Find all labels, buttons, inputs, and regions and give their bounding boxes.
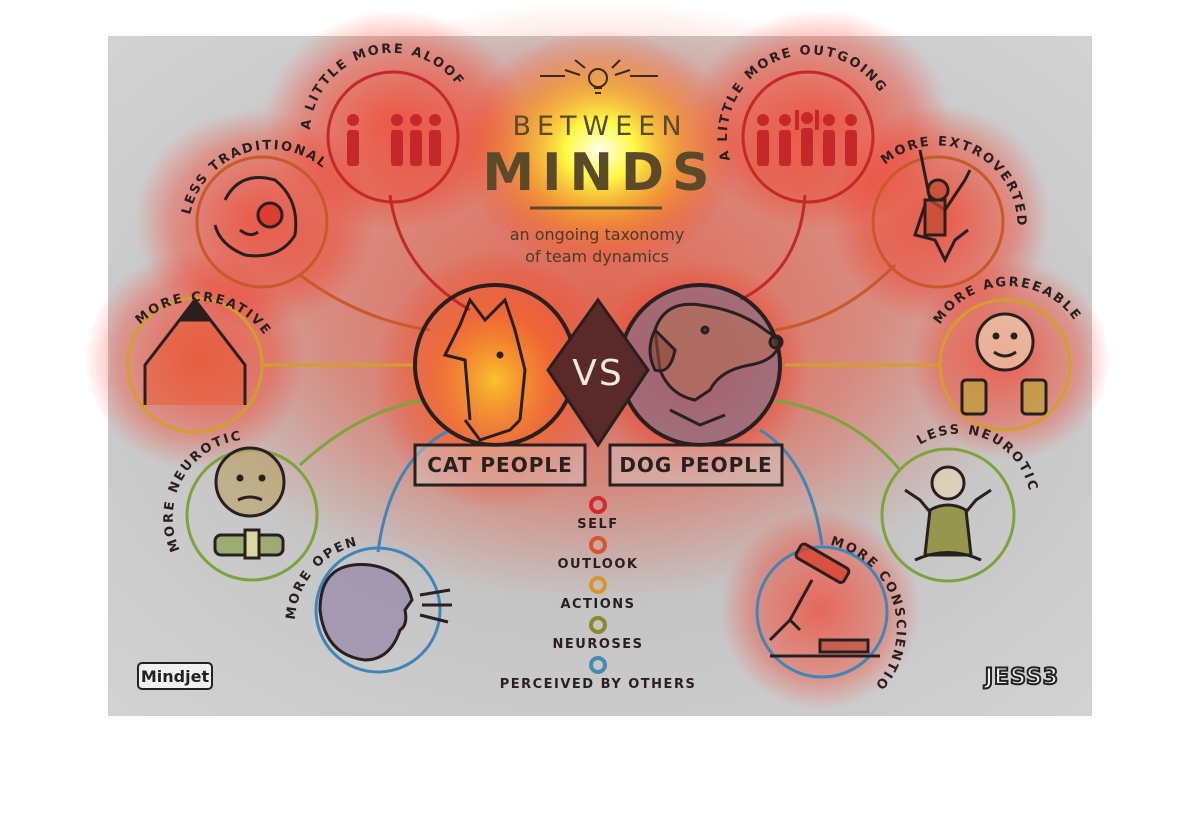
title-line2: MINDS — [482, 143, 717, 203]
legend-label: PERCEIVED BY OTHERS — [500, 677, 697, 692]
jess3-logo: JESS3 — [982, 664, 1059, 691]
title-block: BETWEEN MINDS an ongoing taxonomy of tea… — [482, 59, 717, 266]
title-line1: BETWEEN — [512, 111, 687, 142]
legend-marker — [589, 536, 607, 554]
legend-marker — [589, 576, 607, 594]
legend-marker — [589, 616, 607, 634]
connector-lines — [262, 194, 940, 553]
mindjet-logo-text: Mindjet — [141, 667, 210, 686]
cat-people-label: CAT PEOPLE — [427, 453, 573, 477]
legend-label: NEUROSES — [553, 637, 644, 652]
legend-marker — [589, 496, 607, 514]
jumping-person-icon — [913, 149, 972, 264]
speaking-head-icon — [318, 563, 452, 662]
mindjet-logo: Mindjet — [137, 662, 213, 690]
headphones-face-icon — [213, 176, 298, 258]
gavel-icon — [768, 542, 880, 658]
dog-icon — [648, 302, 784, 427]
cat-icon — [442, 296, 527, 442]
legend-label: SELF — [577, 517, 618, 532]
people-cheering-icon — [757, 110, 857, 166]
dog-people-label: DOG PEOPLE — [619, 453, 772, 477]
legend-label: OUTLOOK — [558, 557, 639, 572]
legend: SELF OUTLOOK ACTIONS NEUROSES PERCEIVED BY O… — [500, 496, 697, 692]
dog-people-label-box: DOG PEOPLE — [608, 443, 784, 487]
subtitle-line1: an ongoing taxonomy — [510, 225, 685, 244]
vs-badge: VS — [546, 297, 650, 448]
people-group-icon — [347, 114, 441, 166]
vs-text: VS — [572, 353, 623, 394]
cat-people-label-box: CAT PEOPLE — [413, 443, 587, 487]
legend-marker — [589, 656, 607, 674]
subtitle-line2: of team dynamics — [525, 247, 669, 266]
pencil-icon — [143, 297, 247, 405]
thumbs-up-face-icon — [960, 312, 1048, 416]
heatmap-overlay — [85, 0, 1110, 710]
meditating-person-icon — [904, 465, 992, 562]
worried-face-icon — [213, 446, 286, 560]
jess3-logo-text: JESS3 — [983, 665, 1059, 690]
legend-label: ACTIONS — [560, 597, 635, 612]
lightbulb-icon — [540, 59, 658, 94]
